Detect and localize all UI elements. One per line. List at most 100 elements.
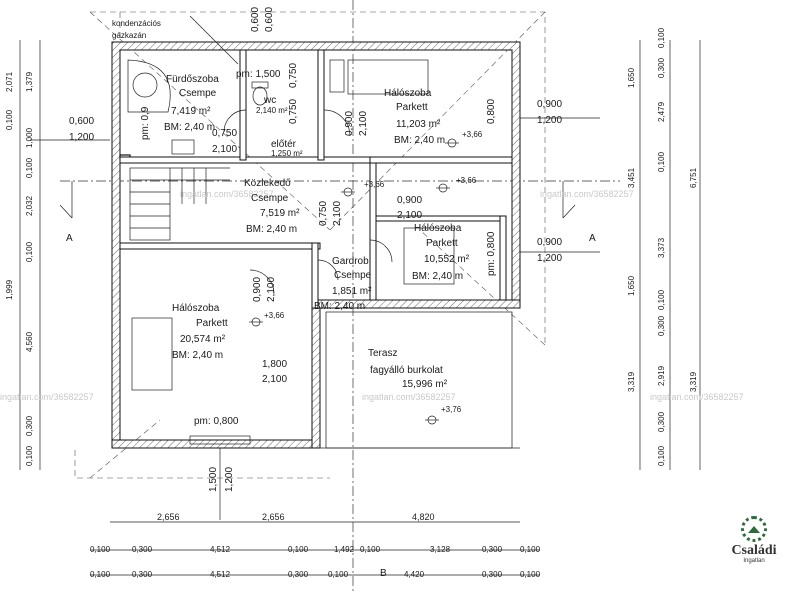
dim-bottom: 2,656 <box>262 512 285 522</box>
opening-dim: 0,900 <box>344 111 355 136</box>
company-logo: Családi Ingatlan <box>724 516 784 570</box>
section-label: A <box>66 233 73 244</box>
dimension-lines <box>19 15 701 576</box>
opening-dim: 0,900 <box>252 277 263 302</box>
dim-right: 0,100 <box>657 445 666 466</box>
dim-bottom: 4,512 <box>210 545 231 554</box>
section-line-a <box>59 180 620 219</box>
room-name: Gardrob <box>332 256 369 267</box>
dim-left: 4,560 <box>25 331 34 352</box>
opening-dim: 0,750 <box>288 63 299 88</box>
window-east-bottom <box>189 435 251 445</box>
dim-right: 1,650 <box>627 67 636 88</box>
room-height: BM: 2,40 m <box>246 224 297 235</box>
dim-right: 0,300 <box>657 57 666 78</box>
dim-left: 1,379 <box>25 71 34 92</box>
level-label: +3,76 <box>441 405 462 414</box>
room-name: Hálószoba <box>172 303 220 314</box>
room-floor: Csempe <box>334 270 372 281</box>
opening-dim: 0,750 <box>212 128 237 139</box>
room-name: wc <box>263 95 276 106</box>
logo-name: Családi <box>731 543 777 558</box>
dim-left: 0,300 <box>25 415 34 436</box>
dim-right: 0,300 <box>657 411 666 432</box>
toilet-icon <box>251 81 269 106</box>
room-floor: fagyálló burkolat <box>370 365 443 376</box>
opening-dim: 0,750 <box>318 201 329 226</box>
boiler-label: kondenzációs <box>112 19 161 28</box>
watermark: ingatlan.com/36582257 <box>0 392 94 402</box>
opening-dim: 0,750 <box>288 99 299 124</box>
opening-dim: 1,200 <box>537 115 562 126</box>
opening-dim: 2,100 <box>358 111 369 136</box>
dim-bottom: 0,300 <box>482 545 503 554</box>
dim-bottom: 0,100 <box>90 545 111 554</box>
dim-right: 3,319 <box>689 371 698 392</box>
room-name: Fürdőszoba <box>166 74 219 85</box>
stairs <box>129 167 230 241</box>
dim-right: 2,479 <box>657 101 666 122</box>
room-area: 10,552 m² <box>424 254 470 265</box>
room-name: Hálószoba <box>384 88 432 99</box>
room-height: BM: 2,40 m <box>172 350 223 361</box>
room-floor: Csempe <box>251 193 289 204</box>
dim-bottom: 0,100 <box>360 545 381 554</box>
room-name: Terasz <box>368 348 397 359</box>
walls <box>111 41 521 449</box>
room-area: 1,851 m² <box>332 286 372 297</box>
dim-bottom: 0,100 <box>520 570 541 579</box>
room-name: Hálószoba <box>414 223 462 234</box>
dim-left: 0,100 <box>25 241 34 262</box>
opening-dim: 0,900 <box>537 237 562 248</box>
dim-bottom: 0,300 <box>482 570 503 579</box>
level-marker-icon <box>249 138 459 425</box>
opening-dim: 0,800 <box>486 99 497 124</box>
room-floor: Parkett <box>196 318 228 329</box>
dim-bottom: 3,128 <box>430 545 451 554</box>
watermark: ingatlan.com/36582257 <box>650 392 744 402</box>
dim-bottom: 4,512 <box>210 570 231 579</box>
room-height: BM: 2,40 m <box>394 135 445 146</box>
dim-bottom: 0,300 <box>132 570 153 579</box>
dim-bottom: 1,492 <box>334 545 355 554</box>
pm-label: pm: 1,500 <box>236 69 281 80</box>
dim-bottom: 0,300 <box>288 570 309 579</box>
dim-bottom: 4,820 <box>412 512 435 522</box>
wardrobe-closet-icon <box>403 227 455 285</box>
dim-right: 3,373 <box>657 237 666 258</box>
dim-left: 2,071 <box>5 71 14 92</box>
room-floor: Parkett <box>396 102 428 113</box>
opening-dim: 0,900 <box>397 195 422 206</box>
dim-bottom: 0,100 <box>90 570 111 579</box>
wardrobe-unit-icon <box>329 59 345 93</box>
dim-bottom: 4,420 <box>404 570 425 579</box>
level-label: +3,66 <box>462 130 483 139</box>
opening-dim: 2,100 <box>266 277 277 302</box>
dim-right: 0,100 <box>657 289 666 310</box>
room-height: BM: 2,40 m <box>412 271 463 282</box>
room-floor: Parkett <box>426 238 458 249</box>
opening-dim: 1,800 <box>262 359 287 370</box>
opening-dim: 0,600 <box>264 7 275 32</box>
level-label: +3,66 <box>264 311 285 320</box>
dim-right: 2,919 <box>657 365 666 386</box>
house-icon <box>748 525 760 533</box>
sink-icon <box>171 139 195 155</box>
dim-right: 1,650 <box>627 275 636 296</box>
room-area: 7,519 m² <box>260 208 300 219</box>
room-height: BM: 2,40 m <box>314 301 365 312</box>
room-area: 15,996 m² <box>402 379 448 390</box>
dim-right: 3,451 <box>627 167 636 188</box>
section-label: B <box>380 568 387 579</box>
dim-right: 3,319 <box>627 371 636 392</box>
level-label: +3,66 <box>364 180 385 189</box>
pm-label: pm: 0,800 <box>194 416 239 427</box>
dim-right: 6,751 <box>689 167 698 188</box>
opening-dim: 0,900 <box>537 99 562 110</box>
watermark: ingatlan.com/36582257 <box>362 392 456 402</box>
door-swings <box>223 109 393 295</box>
bed-sw-icon <box>131 317 173 391</box>
dim-right: 0,100 <box>657 151 666 172</box>
opening-dim: 2,100 <box>262 374 287 385</box>
